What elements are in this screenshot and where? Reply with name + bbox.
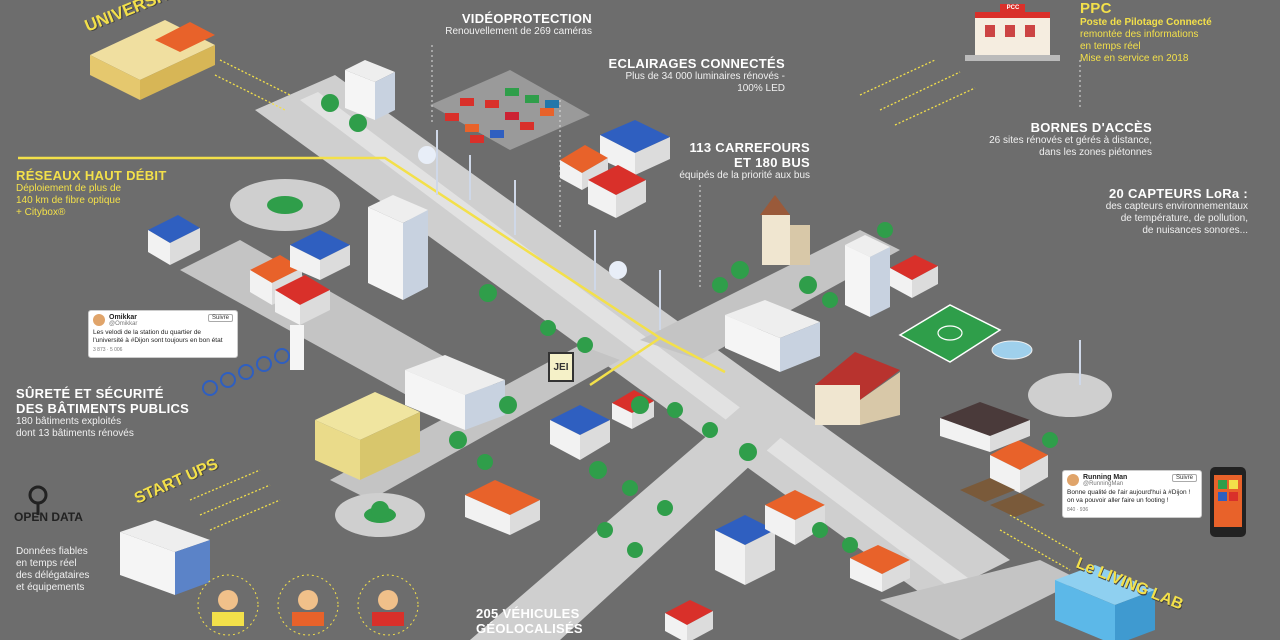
bottom-right-street — [880, 560, 1080, 640]
camera-icon — [418, 146, 436, 164]
tweet-author: Omikkar — [109, 314, 138, 321]
follow-button[interactable]: Suivre — [207, 314, 233, 322]
surete-label: SÛRETÉ ET SÉCURITÉ DES BÂTIMENTS PUBLICS… — [16, 386, 216, 440]
camera-icon — [609, 261, 627, 279]
town-hall — [815, 352, 900, 425]
parking-lot — [430, 70, 590, 150]
bornes-sub1: 26 sites rénovés et gérés à distance, — [989, 135, 1152, 146]
roundabout-right — [1028, 373, 1112, 417]
ppc-building — [965, 4, 1060, 61]
bike-terminal — [290, 325, 304, 370]
vehicules-title-1: 205 VÉHICULES — [476, 606, 580, 621]
ppc-line-1: Poste de Pilotage Connecté — [1080, 17, 1212, 28]
reseaux-label: RÉSEAUX HAUT DÉBIT Déploiement de plus d… — [16, 168, 216, 219]
capteurs-label: 20 CAPTEURS LoRa : des capteurs environn… — [1030, 186, 1248, 237]
capteurs-sub1: des capteurs environnementaux — [1105, 201, 1248, 212]
surete-sub1: 180 bâtiments exploités — [16, 416, 122, 427]
bornes-title: BORNES D'ACCÈS — [1030, 120, 1152, 135]
cross-avenue — [470, 390, 800, 640]
vehicules-title-2: GÉOLOCALISÉS — [476, 621, 583, 636]
data-flow-arrows — [189, 59, 1081, 571]
street-lamps — [436, 130, 1081, 385]
opendata-label: Données fiables en temps réel des déléga… — [16, 546, 136, 594]
tweet-handle: @Omikkar — [109, 321, 138, 327]
tweet-handle: @RunningMan — [1083, 481, 1124, 487]
tweet-stats: 840 · 936 — [1067, 507, 1089, 513]
ppc-line-3: en temps réel — [1080, 41, 1141, 52]
reseaux-sub2: 140 km de fibre optique — [16, 195, 121, 206]
videoprotection-title: VIDÉOPROTECTION — [461, 11, 592, 26]
carrefours-title-2: ET 180 BUS — [734, 155, 810, 170]
eclairages-title: ECLAIRAGES CONNECTÉS — [608, 56, 785, 71]
ppc-label: PPC Poste de Pilotage Connecté remontée … — [1080, 0, 1270, 65]
carrefours-sub: équipés de la priorité aux bus — [679, 170, 810, 181]
football-field — [898, 304, 1002, 363]
carrefours-label: 113 CARREFOURS ET 180 BUS équipés de la … — [640, 140, 810, 182]
office-towers — [120, 60, 1155, 640]
follow-button[interactable]: Suivre — [1171, 474, 1197, 482]
capteurs-sub3: de nuisances sonores... — [1142, 225, 1248, 236]
trees — [321, 94, 1058, 558]
tweet-stats: 3 873 · 5 006 — [93, 347, 123, 353]
opendata-sub1: Données fiables — [16, 546, 88, 557]
open-data-logo: OPEN DATA — [14, 510, 83, 524]
fiber-line — [18, 156, 663, 387]
tweet-author: Running Man — [1083, 474, 1128, 481]
reseaux-sub1: Déploiement de plus de — [16, 183, 122, 194]
avatar — [93, 314, 105, 326]
church — [760, 195, 810, 265]
vehicules-label: 205 VÉHICULES GÉOLOCALISÉS — [476, 606, 626, 636]
ppc-line-4: Mise en service en 2018 — [1080, 53, 1189, 64]
upper-right-street — [640, 230, 900, 360]
avatar — [1067, 474, 1079, 486]
capteurs-sub2: de température, de pollution, — [1120, 213, 1248, 224]
fountain — [991, 340, 1033, 360]
bike-station — [202, 348, 290, 396]
garden-plots — [960, 478, 1045, 517]
bornes-sub2: dans les zones piétonnes — [1039, 147, 1152, 158]
bornes-label: BORNES D'ACCÈS 26 sites rénovés et gérés… — [930, 120, 1152, 159]
smartphone-icon — [1210, 467, 1246, 537]
ppc-title: PPC — [1080, 0, 1112, 17]
jei-sign: JEI — [548, 352, 574, 382]
tweet-card-left[interactable]: Suivre Omikkar @Omikkar Les velodi de la… — [88, 310, 238, 358]
capteurs-title: 20 CAPTEURS LoRa : — [1108, 186, 1248, 201]
reseaux-sub3: + Citybox® — [16, 207, 66, 218]
open-data-pin-icon — [28, 485, 48, 515]
surete-sub2: dont 13 bâtiments rénovés — [16, 428, 134, 439]
eclairages-sub1: Plus de 34 000 luminaires rénovés - — [625, 71, 785, 82]
eclairages-sub2: 100% LED — [737, 83, 785, 94]
startup-people-icons — [197, 574, 419, 636]
ppc-line-2: remontée des informations — [1080, 29, 1199, 40]
surete-title-1: SÛRETÉ ET SÉCURITÉ — [16, 386, 164, 401]
opendata-sub4: et équipements — [16, 582, 85, 593]
ppc-sign: PCC — [1006, 5, 1020, 11]
tweet-card-right[interactable]: Suivre Running Man @RunningMan Bonne qua… — [1062, 470, 1202, 518]
tweet-text: Bonne qualité de l'air aujourd'hui à #Di… — [1067, 489, 1191, 504]
videoprotection-label: VIDÉOPROTECTION Renouvellement de 269 ca… — [400, 11, 592, 38]
tweet-text: Les velodi de la station du quartier de … — [93, 329, 223, 344]
opendata-sub2: en temps réel — [16, 558, 77, 569]
surete-title-2: DES BÂTIMENTS PUBLICS — [16, 401, 190, 416]
opendata-sub3: des délégataires — [16, 570, 90, 581]
reseaux-title: RÉSEAUX HAUT DÉBIT — [16, 168, 167, 183]
videoprotection-sub: Renouvellement de 269 caméras — [445, 26, 592, 37]
carrefours-title-1: 113 CARREFOURS — [689, 140, 810, 155]
university-building — [90, 20, 215, 100]
school-building — [315, 392, 420, 480]
eclairages-label: ECLAIRAGES CONNECTÉS Plus de 34 000 lumi… — [560, 56, 785, 95]
main-avenue-lane — [300, 92, 968, 588]
houses — [148, 120, 1048, 640]
parked-cars — [445, 88, 559, 143]
